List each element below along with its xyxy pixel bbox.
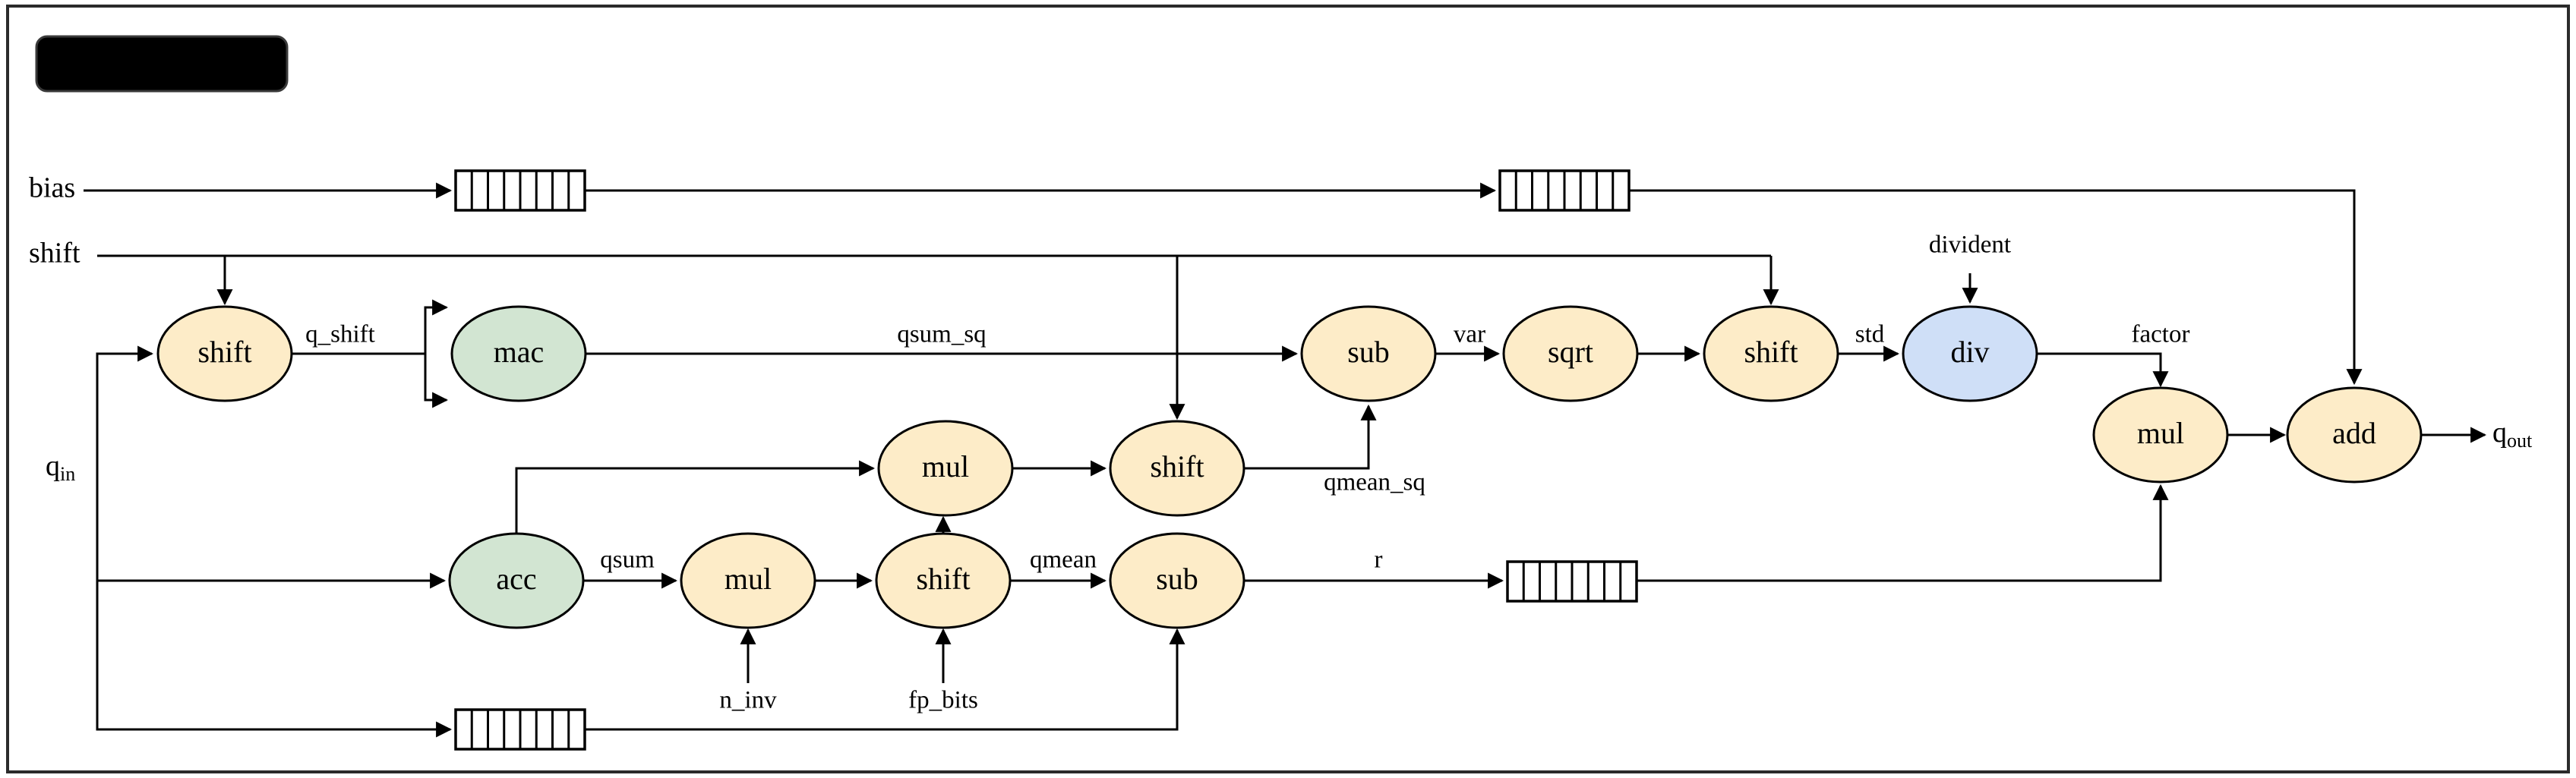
node-label-add: add <box>2332 416 2376 450</box>
wire-qin-to-shift1 <box>96 345 154 468</box>
wire-div-to-mul3 <box>2037 352 2169 388</box>
node-label-div: div <box>1950 335 1989 369</box>
io-label-bias: bias <box>29 172 75 204</box>
io-label-divident: divident <box>1929 232 2011 259</box>
node-shape-add <box>2286 386 2423 483</box>
fifo-buffer-fifo_qin <box>454 708 586 751</box>
node-sub_top[interactable]: sub <box>1300 305 1437 402</box>
node-mul1[interactable]: mul <box>877 420 1014 517</box>
wire-fifor-to-mul3 <box>1637 483 2169 582</box>
buffer-layer <box>454 169 1638 751</box>
edge-label-qmean_sq: qmean_sq <box>1324 469 1425 496</box>
node-shape-mul1 <box>877 420 1014 517</box>
node-label-mul1: mul <box>922 449 969 483</box>
node-label-sqrt: sqrt <box>1548 335 1593 369</box>
wire-layer <box>84 182 2487 738</box>
title-chip-label: LayerNorm <box>87 46 236 80</box>
node-shape-sqrt <box>1502 305 1639 402</box>
io-label-layer: bias shift qin qout divident n_inv fp_bi… <box>29 172 2533 714</box>
title-chip: LayerNorm <box>35 35 289 93</box>
io-label-q-out: qout <box>2492 417 2533 452</box>
node-shift4[interactable]: shift <box>875 532 1012 629</box>
node-layer: shift mac sub sqrt shift div mul add mul shift acc… <box>156 305 2423 629</box>
io-label-q-in: qin <box>46 450 75 485</box>
node-shape-shift3 <box>1703 305 1839 402</box>
edge-label-q_shift: q_shift <box>305 321 375 348</box>
node-shape-div <box>1902 305 2038 402</box>
wire-mac-loop-top <box>424 299 449 354</box>
io-label-n-inv: n_inv <box>719 687 777 714</box>
io-label-fp-bits: fp_bits <box>908 687 978 714</box>
wire-mac-loop-bottom <box>424 354 449 408</box>
edge-label-qmean: qmean <box>1030 546 1097 574</box>
node-mac[interactable]: mac <box>450 305 587 402</box>
node-label-mul2: mul <box>724 562 772 596</box>
node-shift3[interactable]: shift <box>1703 305 1839 402</box>
diagram-frame <box>6 5 2570 773</box>
edge-label-qsum_sq: qsum_sq <box>897 321 986 348</box>
node-label-sub_bot: sub <box>1156 562 1198 596</box>
node-shape-mac <box>450 305 587 402</box>
fifo-buffer-fifo_bias_1 <box>454 169 586 212</box>
edge-label-qsum: qsum <box>600 546 655 574</box>
node-shape-sub_top <box>1300 305 1437 402</box>
node-mul2[interactable]: mul <box>680 532 816 629</box>
node-label-mac: mac <box>494 335 545 369</box>
io-label-shift: shift <box>29 238 80 269</box>
node-shape-mul2 <box>680 532 816 629</box>
node-shape-shift2 <box>1109 420 1245 517</box>
node-label-mul3: mul <box>2137 416 2184 450</box>
node-mul3[interactable]: mul <box>2092 386 2229 483</box>
node-shift2[interactable]: shift <box>1109 420 1245 517</box>
node-shape-shift1 <box>156 305 293 402</box>
wire-qin-to-acc <box>96 468 447 589</box>
node-div[interactable]: div <box>1902 305 2038 402</box>
node-acc[interactable]: acc <box>448 532 585 629</box>
node-label-shift4: shift <box>916 562 970 596</box>
wire-qin-to-fifo-qin <box>96 581 453 738</box>
node-add[interactable]: add <box>2286 386 2423 483</box>
edge-label-var: var <box>1454 321 1485 348</box>
node-shape-shift4 <box>875 532 1012 629</box>
node-shape-mul3 <box>2092 386 2229 483</box>
node-shift1[interactable]: shift <box>156 305 293 402</box>
edge-label-r: r <box>1375 546 1383 574</box>
fifo-buffer-fifo_r <box>1506 560 1638 603</box>
node-sqrt[interactable]: sqrt <box>1502 305 1639 402</box>
wire-fifo2-to-add <box>1629 189 2363 386</box>
edge-label-std: std <box>1855 321 1885 348</box>
node-label-acc: acc <box>496 562 536 596</box>
node-shape-sub_bot <box>1109 532 1245 629</box>
node-label-shift3: shift <box>1744 335 1798 369</box>
title-chip-background <box>35 35 289 93</box>
fifo-buffer-fifo_bias_2 <box>1498 169 1631 212</box>
edge-label-factor: factor <box>2132 321 2190 348</box>
node-label-sub_top: sub <box>1347 335 1390 369</box>
wire-acc-branch-to-mul1 <box>515 460 876 534</box>
node-sub_bot[interactable]: sub <box>1109 532 1245 629</box>
wire-fifoqin-to-subbot <box>585 628 1185 731</box>
node-label-shift2: shift <box>1150 449 1204 483</box>
node-shape-acc <box>448 532 585 629</box>
wire-shift2-to-subtop <box>1244 404 1377 470</box>
node-label-shift1: shift <box>197 335 251 369</box>
